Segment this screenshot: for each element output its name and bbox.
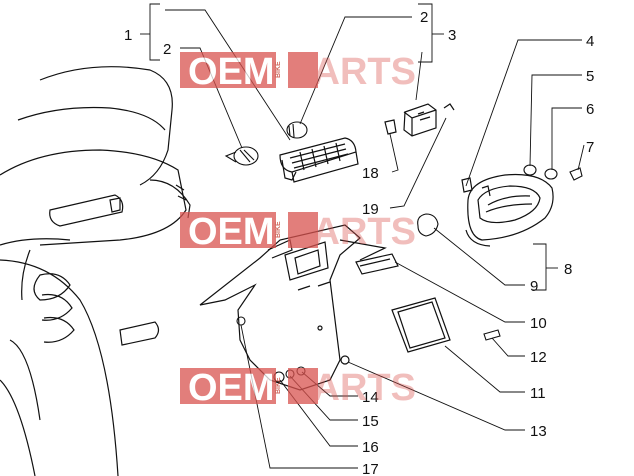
lamp-connector (384, 103, 455, 137)
watermark-bike: BIKE (275, 61, 282, 78)
callout-14: 14 (362, 389, 379, 406)
reflector-plate (355, 253, 399, 275)
callout-2b: 2 (420, 9, 428, 26)
callout-16: 16 (362, 439, 379, 456)
license-lamp-housing (279, 137, 359, 183)
leader-lines (140, 3, 585, 469)
callout-12: 12 (530, 349, 547, 366)
watermark-oem: OEM (188, 51, 275, 93)
callout-7: 7 (586, 139, 594, 156)
watermark-bike-3: BIKE (275, 377, 282, 394)
callout-8: 8 (564, 261, 572, 278)
watermark-oem-2: OEM (188, 211, 275, 253)
callout-17: 17 (362, 461, 379, 476)
watermark-bike-2: BIKE (275, 221, 282, 238)
watermark-parts-3: PARTS (290, 367, 416, 409)
bulb-part (224, 146, 259, 166)
watermark-oem-3: OEM (188, 367, 275, 409)
callout-15: 15 (362, 413, 379, 430)
callout-9: 9 (530, 278, 538, 295)
callout-19: 19 (362, 201, 379, 218)
callout-13: 13 (530, 423, 547, 440)
callout-6: 6 (586, 101, 594, 118)
scooter-body-outline (0, 66, 191, 476)
bulb-part-upper (286, 121, 308, 139)
callout-11: 11 (530, 385, 546, 402)
watermark: OEM BIKE PARTS OEM BIKE PARTS OEM BIKE P… (180, 51, 416, 409)
rear-cover (199, 224, 387, 391)
watermark-parts: PARTS (290, 51, 416, 93)
callout-4: 4 (586, 33, 594, 50)
callout-1: 1 (124, 27, 132, 44)
callout-labels: 1 2 2 3 4 5 6 7 8 9 10 11 12 13 14 15 16… (124, 9, 594, 476)
callout-3: 3 (448, 27, 456, 44)
callout-2a: 2 (163, 41, 171, 58)
callout-10: 10 (530, 315, 547, 332)
callout-5: 5 (586, 68, 594, 85)
tail-light-assembly (461, 173, 554, 247)
small-parts (523, 164, 583, 181)
tail-bulb (417, 213, 439, 237)
watermark-parts-2: PARTS (290, 211, 416, 253)
license-plate (391, 297, 451, 353)
callout-18: 18 (362, 165, 379, 182)
